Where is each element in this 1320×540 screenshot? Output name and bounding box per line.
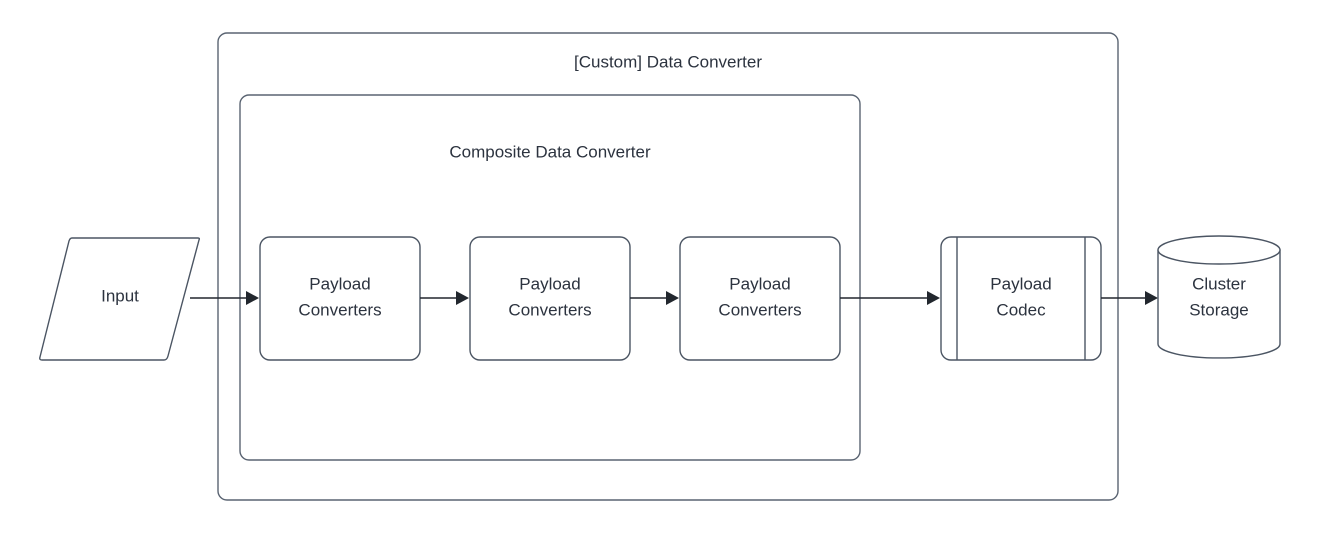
payload-converters-3-label-line1: Payload <box>729 274 790 293</box>
arrowhead-icon <box>927 291 940 305</box>
payload-converters-1-label-line2: Converters <box>298 300 381 319</box>
input-parallelogram-shape <box>39 237 201 361</box>
node-input[interactable]: Input <box>39 237 201 361</box>
edge-payload-converters-1-to-2 <box>420 291 469 305</box>
composite-data-converter-title: Composite Data Converter <box>449 142 651 161</box>
payload-codec-label-line2: Codec <box>996 300 1046 319</box>
composite-data-converter-boundary <box>239 94 861 461</box>
edge-payload-converters-2-to-3 <box>630 291 679 305</box>
payload-converters-2-shape <box>469 236 631 361</box>
payload-converters-1-label-line1: Payload <box>309 274 370 293</box>
node-payload-converters-3[interactable]: Payload Converters <box>679 236 841 361</box>
container-composite-data-converter[interactable]: Composite Data Converter <box>239 94 861 461</box>
node-payload-codec[interactable]: Payload Codec <box>940 236 1102 361</box>
custom-data-converter-title: [Custom] Data Converter <box>574 52 762 71</box>
input-label: Input <box>101 286 139 305</box>
node-payload-converters-1[interactable]: Payload Converters <box>259 236 421 361</box>
arrowhead-icon <box>246 291 259 305</box>
payload-converters-3-label-line2: Converters <box>718 300 801 319</box>
edge-input-to-payload-converters-1 <box>190 291 259 305</box>
payload-converters-2-label-line1: Payload <box>519 274 580 293</box>
arrowhead-icon <box>456 291 469 305</box>
node-payload-converters-2[interactable]: Payload Converters <box>469 236 631 361</box>
payload-converters-2-label-line2: Converters <box>508 300 591 319</box>
cluster-storage-cylinder-body <box>1157 249 1281 359</box>
edge-payload-codec-to-cluster-storage <box>1101 291 1158 305</box>
payload-codec-shape <box>940 236 1102 361</box>
payload-codec-label-line1: Payload <box>990 274 1051 293</box>
edge-payload-converters-3-to-payload-codec <box>840 291 940 305</box>
arrowhead-icon <box>666 291 679 305</box>
cluster-storage-label-line1: Cluster <box>1192 274 1246 293</box>
node-cluster-storage[interactable]: Cluster Storage <box>1157 235 1281 359</box>
payload-converters-3-shape <box>679 236 841 361</box>
arrowhead-icon <box>1145 291 1158 305</box>
payload-converters-1-shape <box>259 236 421 361</box>
container-custom-data-converter[interactable]: [Custom] Data Converter <box>217 32 1119 501</box>
custom-data-converter-boundary <box>217 32 1119 501</box>
cluster-storage-label-line2: Storage <box>1189 300 1249 319</box>
cluster-storage-cylinder-top <box>1157 235 1281 265</box>
